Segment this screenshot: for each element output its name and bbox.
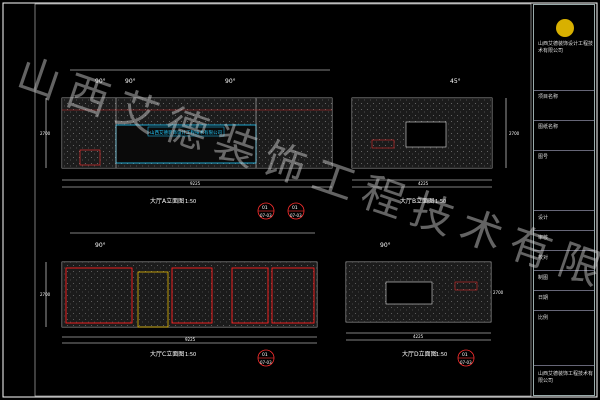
svg-text:01: 01 xyxy=(292,205,298,211)
callout-bubble-c: 01 07-03 xyxy=(257,349,275,367)
angle-label: 90° xyxy=(125,78,136,85)
feature-wall xyxy=(115,124,257,164)
dimension-total-c: 9225 xyxy=(185,337,196,342)
drawing-title-b: 大厅B立面图 1:50 xyxy=(400,197,446,205)
svg-text:1:50: 1:50 xyxy=(435,199,446,205)
svg-text:1:50: 1:50 xyxy=(185,352,196,358)
svg-text:1:50: 1:50 xyxy=(185,199,196,205)
svg-text:01: 01 xyxy=(262,205,268,211)
svg-text:01: 01 xyxy=(262,352,268,358)
svg-text:07-03: 07-03 xyxy=(260,213,272,218)
feature-wall-sign: 山西艾德装饰设计工程技术有限公司 xyxy=(150,129,222,136)
sheet-label: 图号 xyxy=(538,154,549,160)
height-dim-a: 2700 xyxy=(40,131,51,136)
company-name: 山西艾德装饰设计工程技术有限公司 xyxy=(538,41,594,54)
dimension-total-a: 9225 xyxy=(190,181,201,186)
tb-row-review: 审核 xyxy=(538,235,549,241)
svg-text:07-03: 07-03 xyxy=(460,360,472,365)
angle-label: 90° xyxy=(225,78,236,85)
height-dim-b: 2700 xyxy=(509,131,520,136)
title-block: 山西艾德装饰设计工程技术有限公司 项目名称 图纸名称 图号 设计 审核 校对 制… xyxy=(533,4,595,396)
tb-row-check: 校对 xyxy=(538,255,549,261)
svg-text:大厅C立面图: 大厅C立面图 xyxy=(150,350,184,358)
drawing-title-a: 大厅A立面图 1:50 xyxy=(150,197,196,205)
tb-footer: 山西艾德装饰工程技术有限公司 xyxy=(538,371,594,384)
svg-text:1:50: 1:50 xyxy=(436,352,447,358)
angle-label: 45° xyxy=(450,78,461,85)
company-logo xyxy=(556,19,574,37)
project-label: 项目名称 xyxy=(538,94,559,100)
dimension-total-b: 4225 xyxy=(418,181,429,186)
callout-bubble-b: 01 07-03 xyxy=(287,202,305,220)
drawing-name-label: 图纸名称 xyxy=(538,124,559,130)
tb-row-date: 日期 xyxy=(538,295,549,301)
svg-text:07-03: 07-03 xyxy=(290,213,302,218)
svg-text:07-03: 07-03 xyxy=(260,360,272,365)
callout-bubble-a: 01 07-03 xyxy=(257,202,275,220)
elevation-c xyxy=(45,232,318,344)
height-dim-c: 2700 xyxy=(40,292,51,297)
angle-label: 90° xyxy=(95,78,106,85)
callout-bubble-d: 01 07-03 xyxy=(457,349,475,367)
dimension-total-d: 4225 xyxy=(413,334,424,339)
drawing-frame xyxy=(34,3,532,397)
angle-label: 90° xyxy=(380,242,391,249)
tb-row-scale: 比例 xyxy=(538,315,549,321)
angle-label: 90° xyxy=(95,242,106,249)
title-a-text: 大厅A立面图 xyxy=(150,197,184,205)
elevation-b xyxy=(351,97,507,188)
height-dim-d: 2700 xyxy=(493,290,504,295)
svg-text:大厅D立面图: 大厅D立面图 xyxy=(402,350,437,358)
tb-row-draft: 制图 xyxy=(538,275,549,281)
tb-row-design: 设计 xyxy=(538,215,549,221)
drawing-title-c: 大厅C立面图 1:50 xyxy=(150,350,196,358)
drawing-title-d: 大厅D立面图 1:50 xyxy=(402,350,447,358)
svg-text:01: 01 xyxy=(462,352,468,358)
elevation-d xyxy=(345,261,492,341)
elevation-a xyxy=(45,69,333,188)
svg-text:大厅B立面图: 大厅B立面图 xyxy=(400,197,434,205)
